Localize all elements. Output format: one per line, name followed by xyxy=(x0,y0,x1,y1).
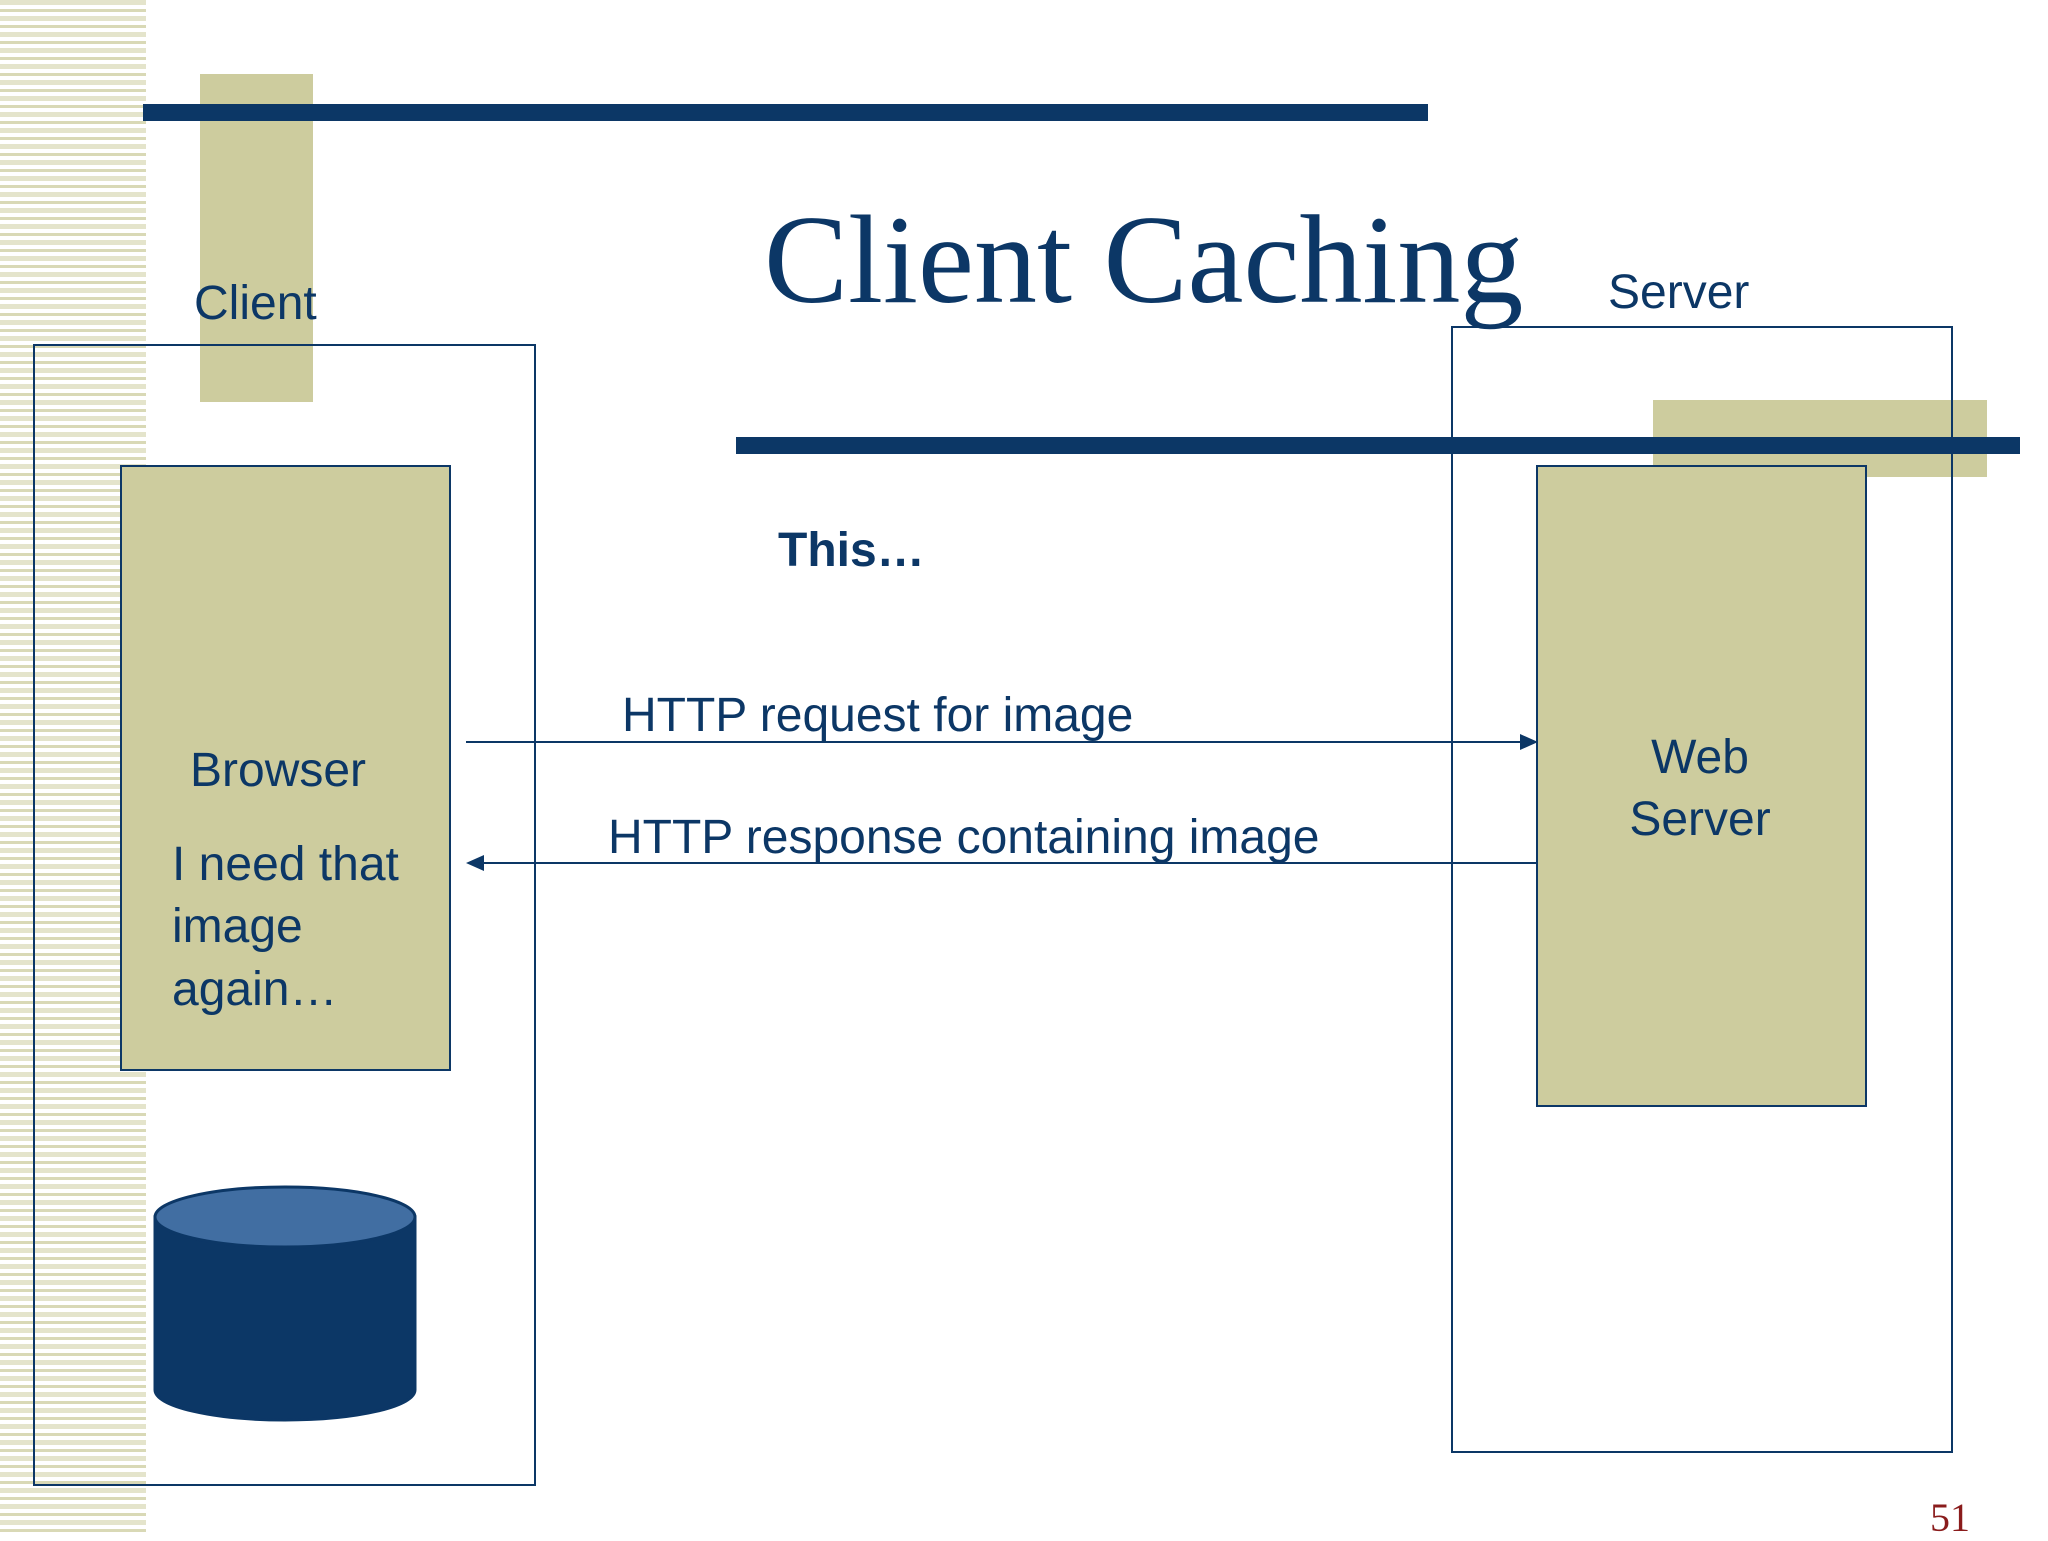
response-label: HTTP response containing image xyxy=(608,811,1320,864)
request-label: HTTP request for image xyxy=(622,689,1134,742)
browser-box xyxy=(120,465,451,1071)
title-bar-top xyxy=(143,104,1428,121)
page-number: 51 xyxy=(1930,1495,1970,1540)
web-server-box xyxy=(1536,465,1867,1107)
web-server-label: Web Server xyxy=(1629,731,1771,847)
cache-cylinder-icon xyxy=(153,1185,417,1422)
client-frame xyxy=(33,344,536,1486)
olive-accent-left xyxy=(200,74,313,402)
request-arrow-head xyxy=(1520,734,1538,750)
response-arrow-head xyxy=(466,855,484,871)
browser-thought: I need that image again… xyxy=(172,838,399,1016)
subtitle-this: This… xyxy=(778,524,925,577)
browser-label: Browser xyxy=(190,744,367,797)
server-label: Server xyxy=(1608,266,1750,319)
server-frame xyxy=(1451,326,1953,1453)
slide-title: Client Caching xyxy=(764,191,1524,330)
client-label: Client xyxy=(194,277,317,330)
title-bar-bottom xyxy=(736,437,2020,454)
